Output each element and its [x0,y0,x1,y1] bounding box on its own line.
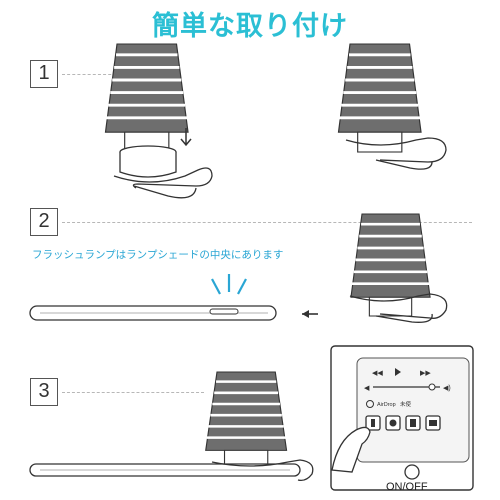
step-1-divider [62,74,142,75]
svg-text:▶▶: ▶▶ [420,370,431,377]
airdrop-label: AirDrop [377,402,396,408]
step-1-right-lampshade [336,42,423,154]
pointing-finger-icon [331,426,371,473]
step-1-right-clip [345,137,447,170]
step-2-clip [349,293,448,323]
svg-text:◀◀: ◀◀ [372,370,383,377]
step-1-left-lampshade [103,42,190,154]
home-button-icon [404,464,420,480]
step-3-lampshade [204,370,289,470]
page-title: 簡単な取り付け [152,11,348,42]
remote-control-inset: ◀◀ ▶▶ ◀ ◀) [330,345,474,491]
svg-text:◀): ◀) [443,385,451,392]
step-2-note: フラッシュランプはランプシェードの中央にあります [32,249,284,261]
step-3-divider [62,392,204,393]
flash-lamp-rays-icon [211,274,247,295]
svg-text:◀: ◀ [364,385,370,392]
step-2-left-arrow-icon [302,310,318,318]
step-2-divider [62,222,472,223]
step-3-phone [29,459,314,482]
remote-control-buttons [365,415,441,431]
step-1-left-clip [113,145,213,199]
step-1-badge: 1 [30,60,58,88]
step-2-phone [29,305,277,321]
step-1-down-arrow-icon [180,128,192,147]
airdrop-status: 未使 [400,400,412,408]
onoff-label: ON/OFF [386,481,428,493]
step-3-badge: 3 [30,378,58,406]
step-2-badge: 2 [30,208,58,236]
